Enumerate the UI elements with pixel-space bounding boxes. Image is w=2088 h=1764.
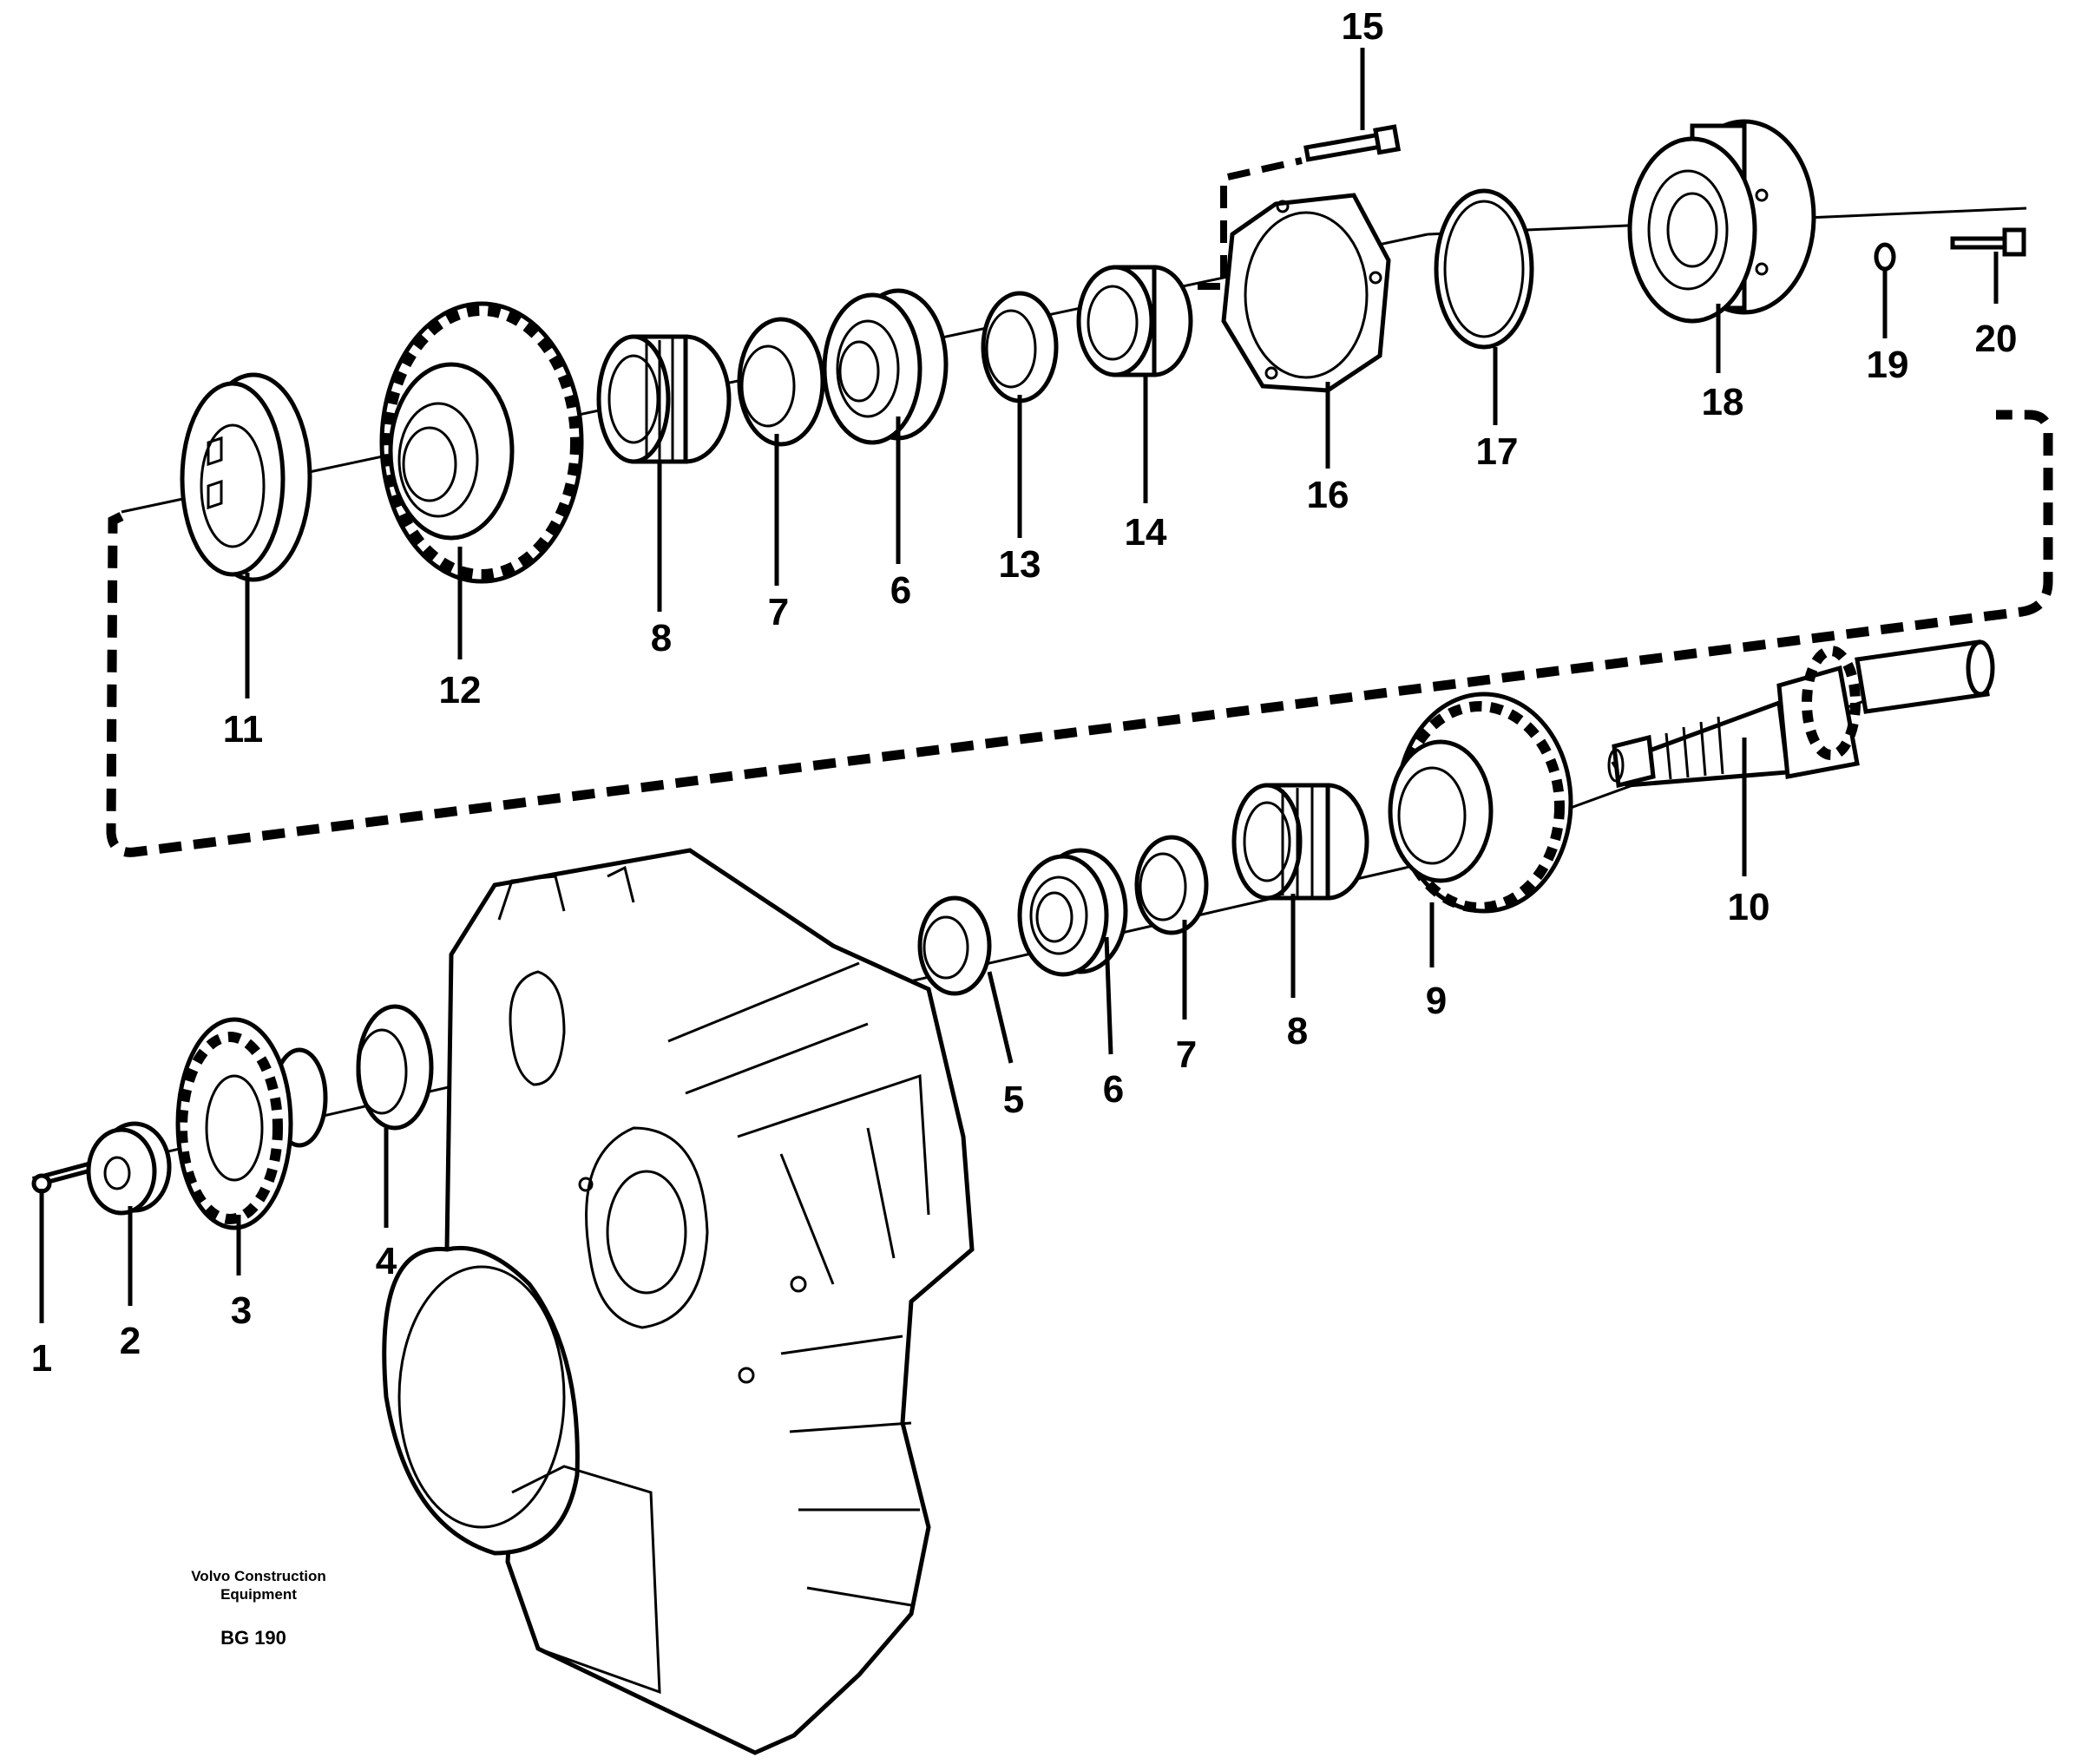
label-4: 4 — [376, 1240, 397, 1282]
part-3-coupling — [175, 1017, 328, 1230]
part-18-cover — [1627, 119, 1816, 324]
caption-block: Volvo Construction Equipment BG 190 — [191, 1568, 326, 1649]
leader-lines — [39, 48, 1999, 1323]
part-2-flange — [86, 1121, 172, 1216]
part-20-screw — [1950, 227, 2026, 257]
document-number: BG 190 — [220, 1627, 286, 1649]
label-17: 17 — [1476, 430, 1519, 473]
part-6-ball-bearing-upper — [822, 288, 949, 445]
bolt-bracket — [1198, 157, 1303, 290]
label-19: 19 — [1867, 344, 1909, 386]
part-12-gear — [379, 301, 584, 584]
label-8-upper: 8 — [651, 617, 672, 659]
label-14: 14 — [1125, 511, 1167, 554]
label-12: 12 — [439, 669, 482, 712]
label-7-lower: 7 — [1176, 1033, 1197, 1076]
transmission-housing — [382, 848, 975, 1755]
part-16-gasket — [1221, 193, 1391, 393]
part-8-needle-bearing-upper — [596, 334, 732, 464]
label-1: 1 — [31, 1337, 52, 1380]
part-17-o-ring — [1434, 188, 1534, 350]
callout-labels: 1 2 3 4 5 6 7 8 9 10 11 12 8 7 6 13 14 1… — [31, 5, 2018, 1380]
label-7-upper: 7 — [768, 591, 789, 633]
shaft-connection-frame — [106, 410, 2053, 857]
caption-line-1: Volvo Construction — [191, 1568, 326, 1584]
part-4-seal — [356, 1004, 434, 1131]
label-11: 11 — [223, 708, 264, 751]
part-15-bolt — [1303, 124, 1402, 162]
label-6-upper: 6 — [890, 569, 911, 612]
part-5-seal — [917, 895, 992, 996]
label-9: 9 — [1426, 980, 1447, 1022]
label-3: 3 — [231, 1289, 252, 1332]
label-20: 20 — [1975, 318, 2018, 360]
part-8-needle-bearing-lower — [1231, 783, 1369, 901]
label-16: 16 — [1307, 474, 1349, 516]
label-18: 18 — [1702, 381, 1744, 423]
label-10: 10 — [1728, 886, 1770, 928]
label-2: 2 — [120, 1320, 141, 1362]
label-8-lower: 8 — [1287, 1010, 1308, 1052]
label-15: 15 — [1342, 5, 1384, 48]
part-7-ring-lower — [1134, 835, 1209, 935]
part-11-sleeve — [180, 372, 312, 582]
part-13-ring — [981, 291, 1059, 403]
part-9-gear — [1388, 692, 1573, 914]
caption-line-2: Equipment — [220, 1586, 297, 1603]
part-7-ring-upper — [737, 317, 825, 447]
label-5: 5 — [1003, 1079, 1024, 1121]
label-6-lower: 6 — [1103, 1068, 1124, 1111]
part-6-ball-bearing-lower — [1017, 848, 1128, 977]
part-10-shaft — [1607, 639, 1995, 789]
part-19-washer — [1874, 242, 1896, 272]
part-14-bushing — [1076, 265, 1193, 377]
label-13: 13 — [999, 543, 1041, 586]
